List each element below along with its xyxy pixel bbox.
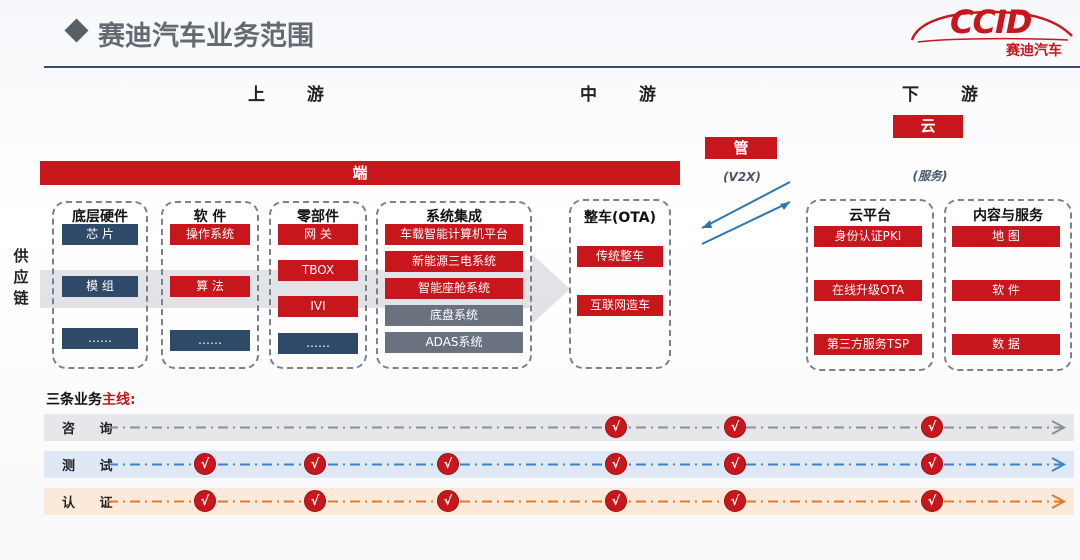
group-parts: 零部件 [269, 201, 367, 369]
group-content-service: 内容与服务 [944, 199, 1072, 371]
supply-chain-char-2: 应 [13, 268, 29, 286]
lane-label: 咨 询 [62, 422, 123, 437]
supply-chain-label: 供 应 链 [10, 246, 32, 309]
mainlines-title-prefix: 三条业务 [46, 392, 102, 408]
check-mark-icon: √ [724, 490, 746, 512]
check-mark-icon: √ [921, 453, 943, 475]
pipe-layer-label: 管 [733, 139, 749, 157]
chip-ev-powertrain: 新能源三电系统 [385, 251, 523, 272]
chip-adas: ADAS系统 [385, 332, 523, 353]
logo-mark: CCID [950, 3, 1032, 41]
lane-dash-arrow-icon [108, 494, 1067, 509]
check-mark-icon: √ [605, 490, 627, 512]
supply-chain-char-3: 链 [13, 289, 29, 307]
group-integration-title: 系统集成 [426, 209, 482, 225]
check-mark-icon: √ [304, 453, 326, 475]
group-hardware: 底层硬件 [52, 201, 148, 369]
group-software: 软 件 [161, 201, 259, 369]
pipe-layer-bar: 管 [705, 137, 777, 159]
check-mark-icon: √ [921, 490, 943, 512]
chip-ota: 在线升级OTA [814, 280, 922, 301]
chip-tsp: 第三方服务TSP [814, 334, 922, 355]
check-mark-icon: √ [724, 453, 746, 475]
mainlines-title: 三条业务主线: [46, 389, 136, 409]
chip-chassis: 底盘系统 [385, 305, 523, 326]
v2x-tag: (V2X) [723, 170, 761, 184]
stage-midstream: 中 游 [580, 85, 674, 105]
chip-internet-vehicle: 互联网造车 [577, 295, 663, 316]
chip-content-software: 软 件 [952, 280, 1060, 301]
service-tag: (服务) [912, 169, 948, 183]
supply-chain-char-1: 供 [13, 247, 29, 265]
chip-traditional-vehicle: 传统整车 [577, 246, 663, 267]
group-parts-title: 零部件 [297, 209, 339, 225]
check-mark-icon: √ [304, 490, 326, 512]
group-software-title: 软 件 [193, 209, 227, 225]
chip-hardware-more: …… [62, 328, 138, 349]
page-title: 赛迪汽车业务范围 [98, 21, 314, 52]
check-mark-icon: √ [437, 453, 459, 475]
check-mark-icon: √ [921, 416, 943, 438]
group-cloud-title: 云平台 [849, 208, 891, 224]
chip-chip: 芯 片 [62, 224, 138, 245]
chip-map: 地 图 [952, 226, 1060, 247]
chip-gateway: 网 关 [278, 224, 358, 245]
check-mark-icon: √ [605, 453, 627, 475]
chip-tbox: TBOX [278, 260, 358, 281]
group-vehicle: 整车(OTA) [569, 199, 671, 369]
ccid-car-logo-icon [910, 10, 1073, 43]
check-mark-icon: √ [194, 453, 216, 475]
chip-vehicle-computing-platform: 车载智能计算机平台 [385, 224, 523, 245]
lane-dash-arrow-icon [108, 420, 1067, 435]
bidirectional-exchange-icon [701, 181, 791, 245]
lane-label: 认 证 [62, 496, 123, 511]
lane-dash-arrow-icon [108, 457, 1067, 472]
end-layer-label: 端 [352, 164, 368, 182]
check-mark-icon: √ [194, 490, 216, 512]
cloud-layer-label: 云 [920, 117, 936, 135]
stage-downstream: 下 游 [902, 85, 996, 105]
group-vehicle-title: 整车(OTA) [584, 210, 656, 226]
title-divider [44, 66, 1080, 68]
group-cloud-platform: 云平台 [806, 199, 934, 371]
chip-software-more: …… [170, 330, 250, 351]
lane-label: 测 试 [62, 459, 123, 474]
cloud-layer-bar: 云 [893, 115, 963, 138]
group-content-title: 内容与服务 [973, 208, 1043, 224]
end-layer-bar: 端 [40, 161, 680, 185]
group-hardware-title: 底层硬件 [72, 209, 128, 225]
check-mark-icon: √ [724, 416, 746, 438]
chip-ivi: IVI [278, 296, 358, 317]
chip-parts-more: …… [278, 333, 358, 354]
check-mark-icon: √ [605, 416, 627, 438]
chip-pki: 身份认证PKI [814, 226, 922, 247]
chip-smart-cockpit: 智能座舱系统 [385, 278, 523, 299]
chip-os: 操作系统 [170, 224, 250, 245]
group-integration: 系统集成 [376, 201, 532, 369]
chip-module: 模 组 [62, 276, 138, 297]
chip-algorithm: 算 法 [170, 276, 250, 297]
mainlines-title-highlight: 主线: [102, 392, 136, 408]
stage-upstream: 上 游 [248, 85, 342, 105]
lane-0: 咨 询 [44, 414, 1074, 441]
logo-subtitle: 赛迪汽车 [1006, 43, 1062, 59]
check-mark-icon: √ [437, 490, 459, 512]
chip-data: 数 据 [952, 334, 1060, 355]
